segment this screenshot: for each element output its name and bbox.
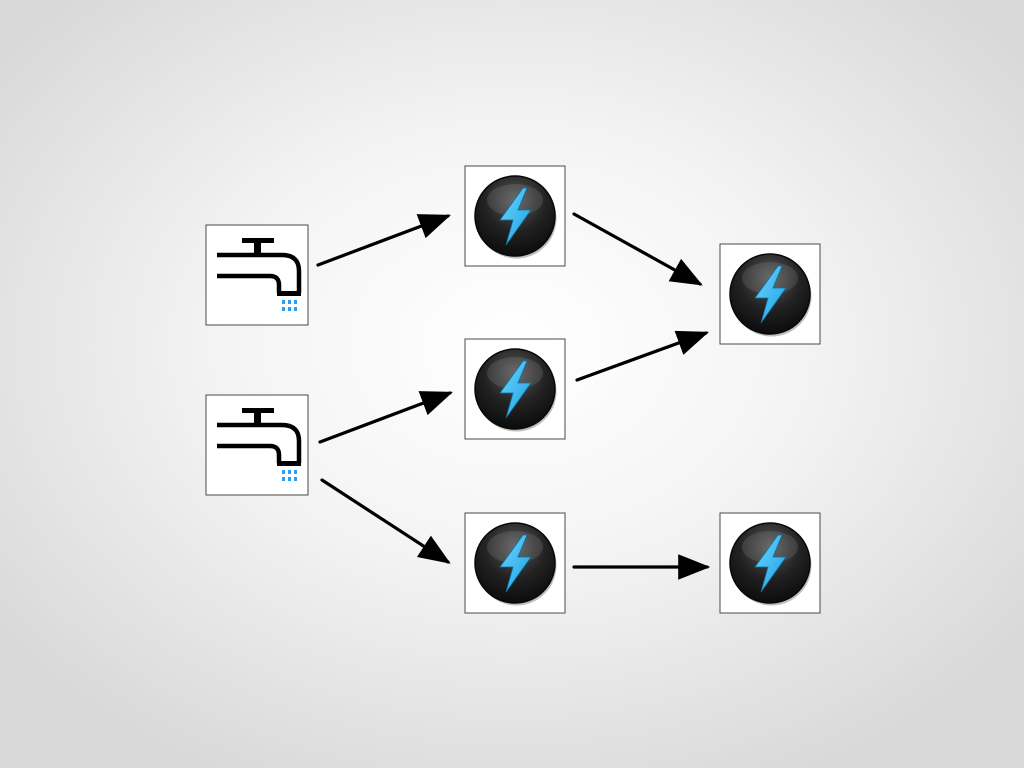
arrow-processor-1-to-processor-4	[572, 212, 703, 286]
lightning-bolt-icon	[474, 348, 557, 432]
arrow-source-2-to-processor-2	[318, 391, 453, 444]
edges-layer	[316, 212, 711, 580]
processor-2-node	[464, 338, 566, 440]
nodes-layer	[205, 165, 821, 614]
processor-3-node	[464, 512, 566, 614]
lightning-bolt-icon	[474, 522, 557, 606]
lightning-bolt-icon	[729, 253, 812, 337]
lightning-bolt-icon	[474, 175, 557, 259]
source-2-node	[205, 394, 309, 496]
arrow-source-1-to-processor-1	[316, 214, 451, 267]
processor-4-node	[719, 243, 821, 345]
arrow-source-2-to-processor-3	[320, 478, 451, 564]
lightning-bolt-icon	[729, 522, 812, 606]
source-1-node	[205, 224, 309, 326]
faucet-icon	[217, 408, 302, 481]
processor-5-node	[719, 512, 821, 614]
faucet-icon	[217, 238, 302, 311]
processor-1-node	[464, 165, 566, 267]
arrow-processor-2-to-processor-4	[575, 330, 710, 382]
